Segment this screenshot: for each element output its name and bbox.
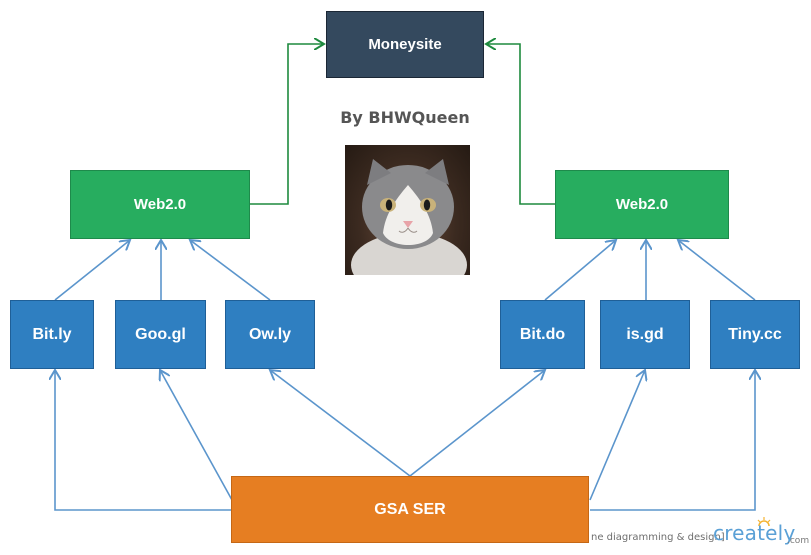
node-owly[interactable]: Ow.ly bbox=[225, 300, 315, 369]
node-tinycc-label: Tiny.cc bbox=[728, 325, 782, 343]
node-web20-right-label: Web2.0 bbox=[615, 196, 669, 213]
cat-illustration bbox=[351, 159, 467, 275]
creately-logo-suffix: .com bbox=[787, 536, 810, 546]
edge-gsa-to-isgd bbox=[589, 370, 645, 501]
edge-web20-left-to-moneysite bbox=[250, 44, 324, 205]
edge-tinycc-to-web20-right bbox=[678, 240, 756, 301]
node-moneysite[interactable]: Moneysite bbox=[326, 11, 484, 78]
edge-bitdo-to-web20-right bbox=[544, 240, 616, 301]
edge-gsa-to-tinycc bbox=[590, 370, 755, 511]
node-bitly[interactable]: Bit.ly bbox=[10, 300, 94, 369]
watermark-text: ne diagramming & design] bbox=[591, 532, 725, 543]
node-gsa-ser-label: GSA SER bbox=[374, 500, 446, 518]
node-googl-label: Goo.gl bbox=[135, 325, 186, 343]
creately-sun-icon bbox=[757, 517, 771, 527]
edge-gsa-to-googl bbox=[160, 370, 233, 501]
node-owly-label: Ow.ly bbox=[248, 325, 292, 343]
creately-logo[interactable]: creately bbox=[713, 521, 796, 545]
node-bitdo[interactable]: Bit.do bbox=[500, 300, 585, 369]
node-isgd-label: is.gd bbox=[626, 325, 664, 343]
cat-photo bbox=[345, 145, 470, 275]
node-moneysite-label: Moneysite bbox=[368, 36, 442, 53]
node-gsa-ser[interactable]: GSA SER bbox=[231, 476, 589, 543]
edge-bitly-to-web20-left bbox=[54, 240, 130, 301]
node-web20-left[interactable]: Web2.0 bbox=[70, 170, 250, 239]
node-web20-left-label: Web2.0 bbox=[133, 196, 187, 213]
edge-gsa-to-bitdo bbox=[409, 370, 545, 477]
node-isgd[interactable]: is.gd bbox=[600, 300, 690, 369]
edge-owly-to-web20-left bbox=[190, 240, 271, 301]
node-googl[interactable]: Goo.gl bbox=[115, 300, 206, 369]
node-tinycc[interactable]: Tiny.cc bbox=[710, 300, 800, 369]
author-caption: By BHWQueen bbox=[340, 108, 470, 127]
edge-gsa-to-bitly bbox=[55, 370, 232, 511]
edge-web20-right-to-moneysite bbox=[486, 44, 555, 205]
edge-gsa-to-owly bbox=[270, 370, 411, 477]
node-bitly-label: Bit.ly bbox=[32, 325, 72, 343]
node-bitdo-label: Bit.do bbox=[519, 325, 566, 343]
node-web20-right[interactable]: Web2.0 bbox=[555, 170, 729, 239]
